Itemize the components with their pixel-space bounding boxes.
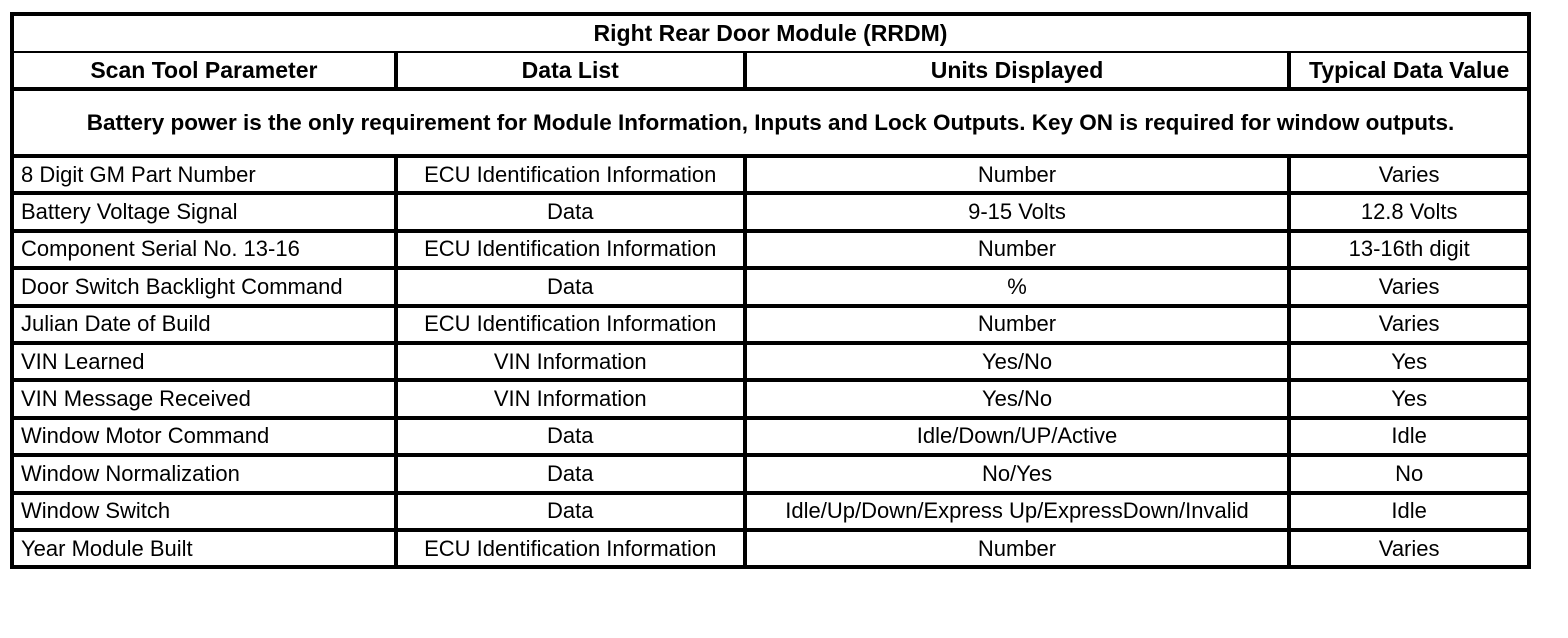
table-title: Right Rear Door Module (RRDM) bbox=[10, 12, 1531, 53]
note-row: Battery power is the only requirement fo… bbox=[10, 87, 1531, 158]
cell-typical-value: Idle bbox=[1287, 415, 1531, 458]
column-header-scan-tool-parameter: Scan Tool Parameter bbox=[10, 51, 398, 91]
table-row: VIN Message Received VIN Information Yes… bbox=[10, 378, 1531, 420]
column-header-units-displayed: Units Displayed bbox=[742, 51, 1292, 91]
cell-typical-value: Idle bbox=[1287, 490, 1531, 532]
cell-parameter: Window Switch bbox=[10, 490, 398, 532]
cell-units: 9-15 Volts bbox=[742, 191, 1292, 233]
table-row: Window Motor Command Data Idle/Down/UP/A… bbox=[10, 415, 1531, 458]
cell-typical-value: 13-16th digit bbox=[1287, 228, 1531, 271]
column-header-data-list: Data List bbox=[393, 51, 747, 91]
title-row: Right Rear Door Module (RRDM) bbox=[10, 12, 1531, 53]
table-row: Door Switch Backlight Command Data % Var… bbox=[10, 266, 1531, 308]
cell-parameter: Julian Date of Build bbox=[10, 303, 398, 345]
cell-data-list: ECU Identification Information bbox=[393, 527, 747, 570]
table-row: Julian Date of Build ECU Identification … bbox=[10, 303, 1531, 345]
cell-units: Idle/Up/Down/Express Up/ExpressDown/Inva… bbox=[742, 490, 1292, 532]
cell-parameter: VIN Learned bbox=[10, 340, 398, 383]
cell-parameter: Door Switch Backlight Command bbox=[10, 266, 398, 308]
cell-parameter: Window Motor Command bbox=[10, 415, 398, 458]
cell-parameter: 8 Digit GM Part Number bbox=[10, 153, 398, 196]
cell-typical-value: Varies bbox=[1287, 303, 1531, 345]
cell-data-list: Data bbox=[393, 490, 747, 532]
table-row: Battery Voltage Signal Data 9-15 Volts 1… bbox=[10, 191, 1531, 233]
cell-parameter: Window Normalization bbox=[10, 453, 398, 495]
cell-units: Idle/Down/UP/Active bbox=[742, 415, 1292, 458]
cell-parameter: Year Module Built bbox=[10, 527, 398, 570]
cell-typical-value: Yes bbox=[1287, 340, 1531, 383]
cell-parameter: Component Serial No. 13-16 bbox=[10, 228, 398, 271]
cell-data-list: Data bbox=[393, 453, 747, 495]
table-note-text: Battery power is the only requirement fo… bbox=[86, 109, 1455, 135]
cell-units: Number bbox=[742, 228, 1292, 271]
cell-data-list: ECU Identification Information bbox=[393, 228, 747, 271]
cell-typical-value: Varies bbox=[1287, 153, 1531, 196]
cell-data-list: Data bbox=[393, 191, 747, 233]
table-row: Window Switch Data Idle/Up/Down/Express … bbox=[10, 490, 1531, 532]
cell-data-list: VIN Information bbox=[393, 378, 747, 420]
cell-data-list: VIN Information bbox=[393, 340, 747, 383]
cell-units: Number bbox=[742, 527, 1292, 570]
cell-typical-value: 12.8 Volts bbox=[1287, 191, 1531, 233]
table-row: 8 Digit GM Part Number ECU Identificatio… bbox=[10, 153, 1531, 196]
cell-units: No/Yes bbox=[742, 453, 1292, 495]
cell-units: Yes/No bbox=[742, 378, 1292, 420]
cell-typical-value: Varies bbox=[1287, 527, 1531, 570]
cell-data-list: ECU Identification Information bbox=[393, 153, 747, 196]
cell-data-list: ECU Identification Information bbox=[393, 303, 747, 345]
table-note: Battery power is the only requirement fo… bbox=[10, 87, 1531, 158]
column-header-row: Scan Tool Parameter Data List Units Disp… bbox=[10, 51, 1531, 91]
table-row: Component Serial No. 13-16 ECU Identific… bbox=[10, 228, 1531, 271]
table-row: VIN Learned VIN Information Yes/No Yes bbox=[10, 340, 1531, 383]
cell-units: Yes/No bbox=[742, 340, 1292, 383]
table-row: Year Module Built ECU Identification Inf… bbox=[10, 527, 1531, 570]
cell-data-list: Data bbox=[393, 415, 747, 458]
cell-parameter: Battery Voltage Signal bbox=[10, 191, 398, 233]
cell-typical-value: No bbox=[1287, 453, 1531, 495]
column-header-typical-data-value: Typical Data Value bbox=[1287, 51, 1531, 91]
cell-units: Number bbox=[742, 303, 1292, 345]
rrdm-data-table: Right Rear Door Module (RRDM) Scan Tool … bbox=[10, 12, 1531, 570]
cell-parameter: VIN Message Received bbox=[10, 378, 398, 420]
cell-units: % bbox=[742, 266, 1292, 308]
cell-units: Number bbox=[742, 153, 1292, 196]
cell-typical-value: Varies bbox=[1287, 266, 1531, 308]
table-row: Window Normalization Data No/Yes No bbox=[10, 453, 1531, 495]
cell-typical-value: Yes bbox=[1287, 378, 1531, 420]
cell-data-list: Data bbox=[393, 266, 747, 308]
